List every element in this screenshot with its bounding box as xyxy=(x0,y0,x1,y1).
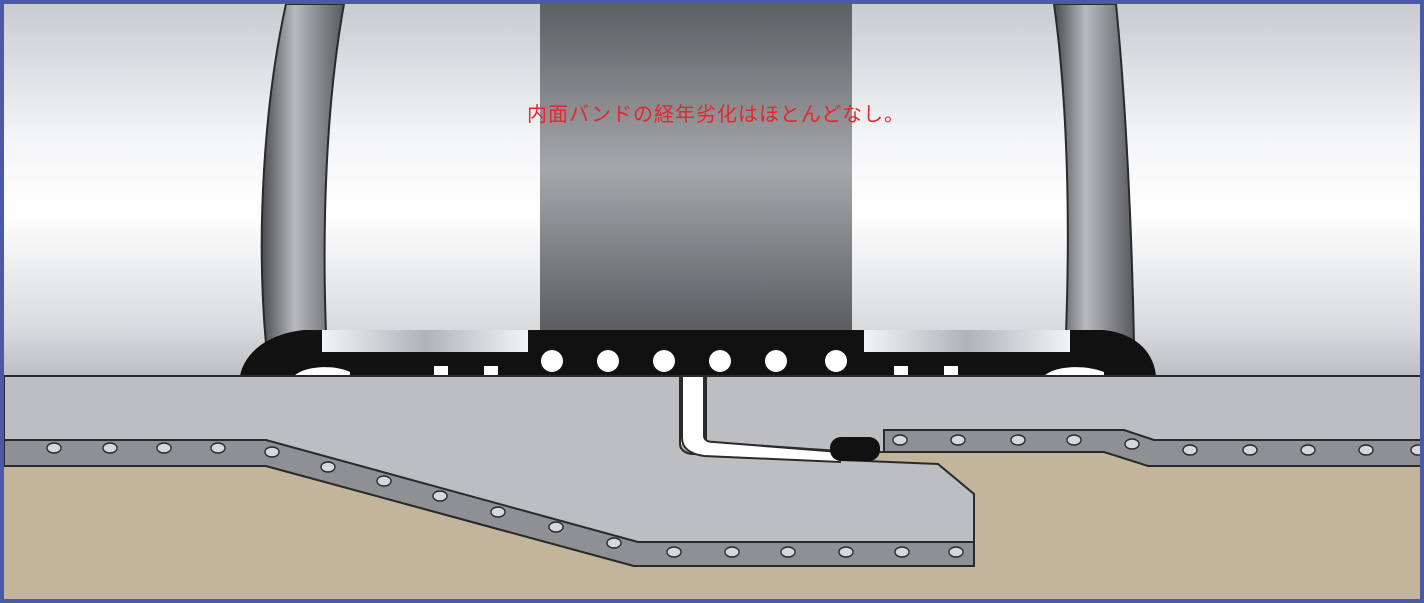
pipe-joint-diagram xyxy=(4,4,1420,599)
caption-text: 内面バンドの経年劣化はほとんどなし。 xyxy=(527,102,905,126)
inner-band xyxy=(540,4,852,334)
bolt-icon xyxy=(46,434,1420,558)
seal-ring-icon xyxy=(240,330,1156,376)
left-liner-strip xyxy=(4,439,975,567)
joint-seal xyxy=(830,437,880,461)
band-base-right xyxy=(864,330,1070,352)
band-base-left xyxy=(322,330,528,352)
